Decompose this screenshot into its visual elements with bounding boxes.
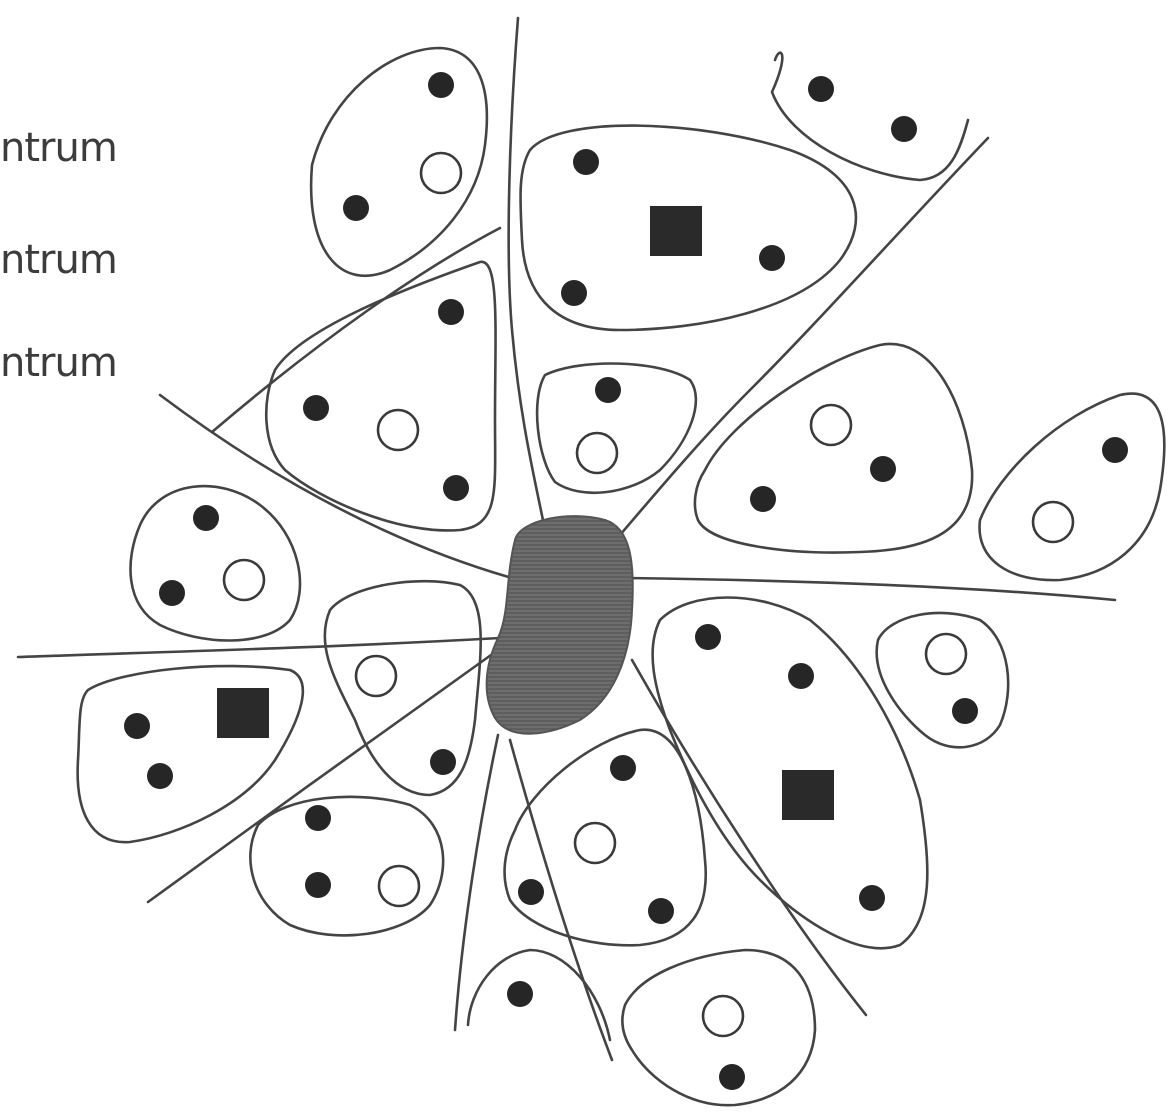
hollow-circle bbox=[378, 410, 418, 450]
filled-dot bbox=[305, 805, 331, 831]
filled-dot bbox=[193, 505, 219, 531]
filled-dot bbox=[859, 885, 885, 911]
filled-dot bbox=[788, 663, 814, 689]
filled-dot bbox=[719, 1064, 745, 1090]
cell-outline bbox=[325, 581, 481, 795]
cell-outline bbox=[980, 394, 1165, 581]
filled-square bbox=[782, 770, 834, 820]
filled-dot bbox=[891, 116, 917, 142]
filled-dot bbox=[147, 763, 173, 789]
filled-dot bbox=[595, 377, 621, 403]
filled-dot bbox=[430, 749, 456, 775]
filled-dot bbox=[507, 981, 533, 1007]
boundary-line bbox=[148, 645, 505, 902]
cell-outline bbox=[311, 48, 487, 276]
cell-outline bbox=[772, 53, 968, 180]
hollow-circle bbox=[811, 405, 851, 445]
filled-dot bbox=[759, 245, 785, 271]
filled-dot bbox=[518, 879, 544, 905]
filled-dot bbox=[870, 456, 896, 482]
hollow-circle bbox=[421, 153, 461, 193]
filled-dot bbox=[305, 872, 331, 898]
hollow-circle bbox=[224, 560, 264, 600]
central-mass bbox=[487, 516, 633, 734]
hollow-circle bbox=[379, 866, 419, 906]
boundary-line bbox=[455, 735, 498, 1030]
boundary-line bbox=[625, 578, 1115, 600]
filled-dot bbox=[695, 624, 721, 650]
filled-dot bbox=[428, 72, 454, 98]
boundary-line bbox=[212, 228, 500, 432]
filled-dot bbox=[648, 898, 674, 924]
filled-dot bbox=[343, 195, 369, 221]
filled-square bbox=[650, 206, 702, 256]
filled-square bbox=[217, 688, 269, 738]
hollow-circle bbox=[1033, 502, 1073, 542]
filled-dot bbox=[610, 755, 636, 781]
filled-dot bbox=[952, 698, 978, 724]
hollow-circle bbox=[926, 634, 966, 674]
filled-dot bbox=[303, 395, 329, 421]
filled-dot bbox=[124, 713, 150, 739]
filled-dot bbox=[438, 299, 464, 325]
boundary-line bbox=[18, 638, 500, 657]
boundary-line bbox=[620, 138, 988, 535]
filled-dot bbox=[808, 76, 834, 102]
filled-dot bbox=[443, 475, 469, 501]
filled-dot bbox=[159, 580, 185, 606]
hollow-circle bbox=[703, 996, 743, 1036]
cell-outline bbox=[695, 344, 972, 553]
boundary-line bbox=[632, 660, 866, 1015]
filled-dot bbox=[573, 149, 599, 175]
hollow-circle bbox=[356, 656, 396, 696]
filled-dot bbox=[561, 280, 587, 306]
filled-dot bbox=[750, 486, 776, 512]
hollow-circle bbox=[575, 823, 615, 863]
filled-dot bbox=[1102, 437, 1128, 463]
cell-outline bbox=[250, 797, 443, 936]
hollow-circle bbox=[577, 433, 617, 473]
